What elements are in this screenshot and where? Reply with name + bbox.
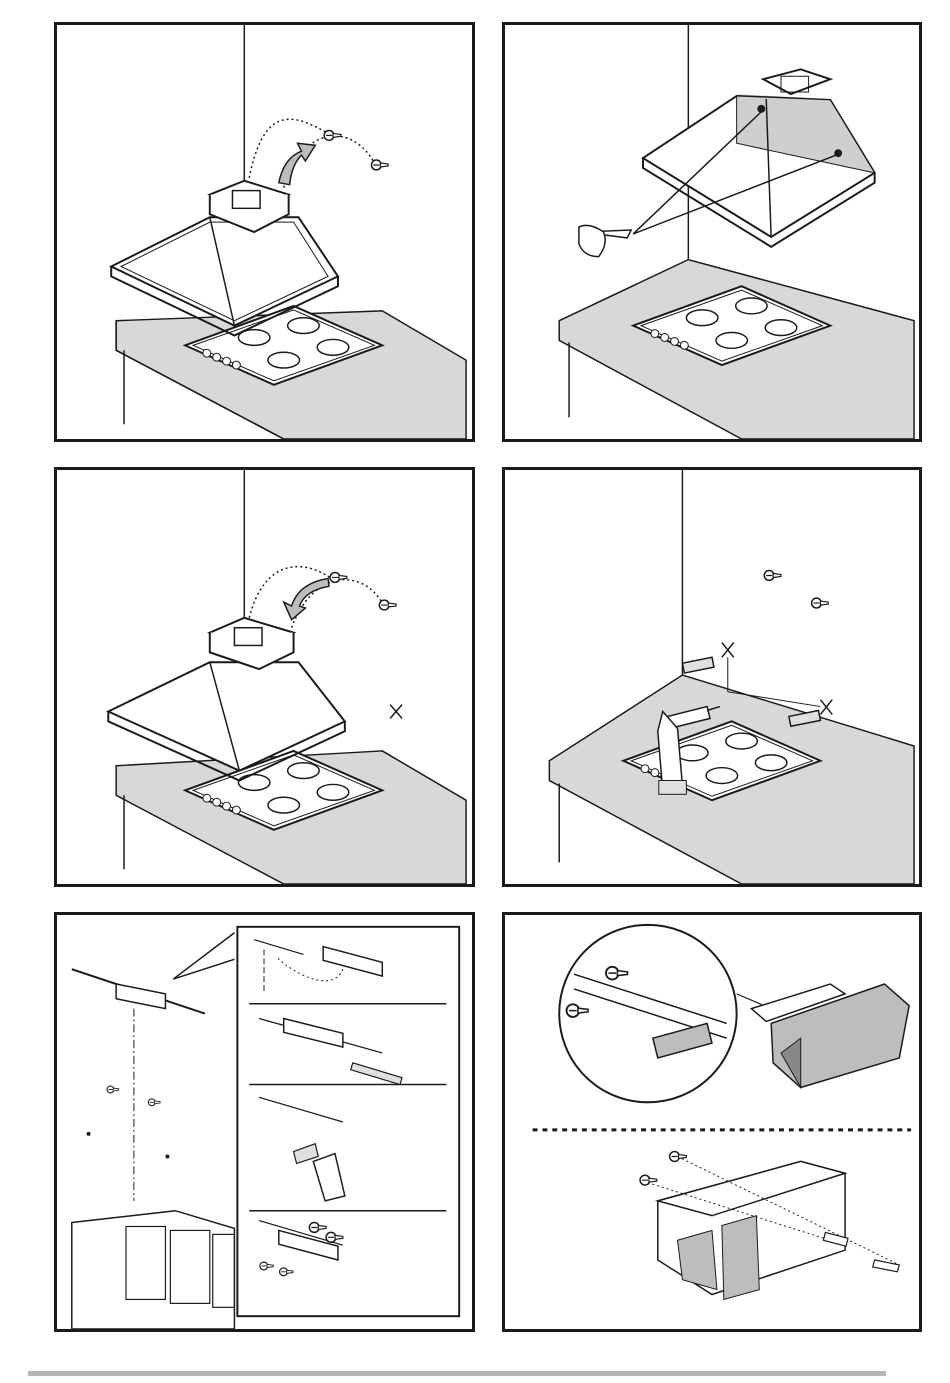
step-panel-4 [502, 467, 922, 887]
step-panel-5 [54, 912, 475, 1332]
drill-wall-plugs-illustration [505, 470, 919, 884]
hood-lifted-illustration [57, 25, 472, 439]
step-panel-2 [502, 22, 922, 442]
bottom-rule [28, 1371, 886, 1376]
hood-lowered-illustration [57, 470, 472, 884]
step-panel-6 [502, 912, 922, 1332]
step-panel-1 [54, 22, 475, 442]
ceiling-bracket-illustration [57, 915, 472, 1329]
step-panel-3 [54, 467, 475, 887]
duct-support-illustration [505, 915, 919, 1329]
mark-holes-illustration [505, 25, 919, 439]
